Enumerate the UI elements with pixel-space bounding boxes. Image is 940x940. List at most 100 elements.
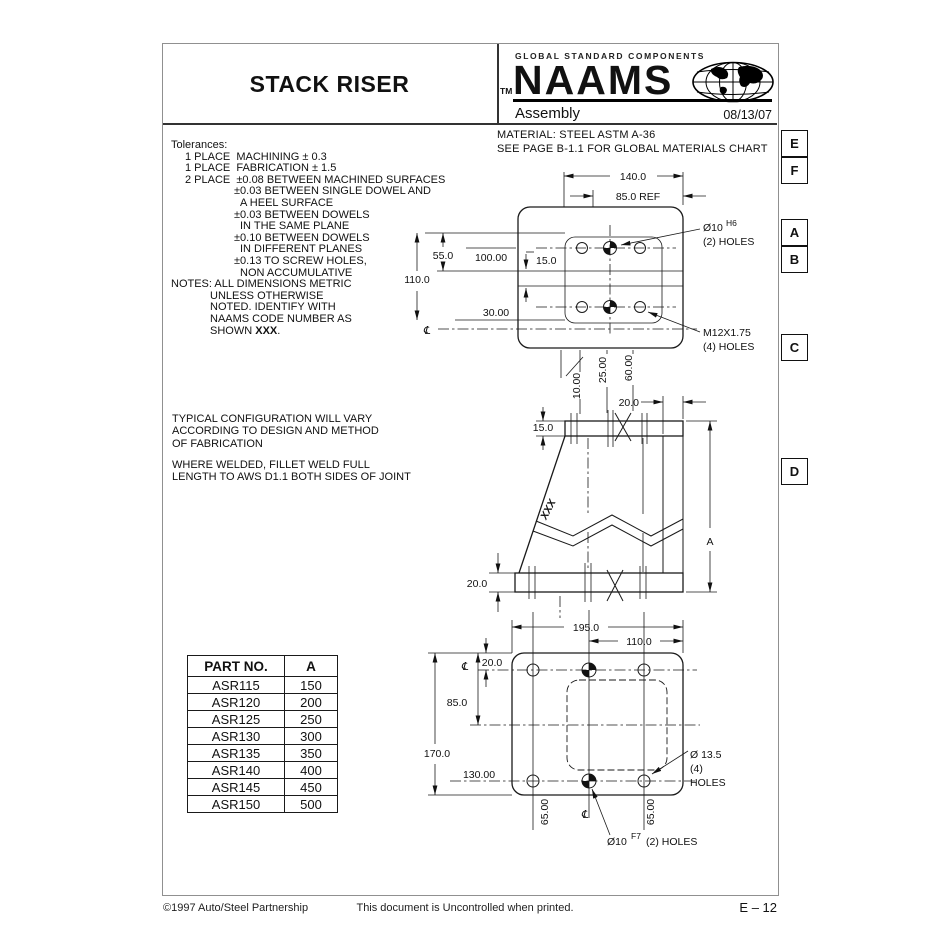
material-line1: MATERIAL: STEEL ASTM A-36 xyxy=(497,129,656,141)
notes-line: NOTED. IDENTIFY WITH xyxy=(210,301,336,314)
dim-15-slot: 15.0 xyxy=(536,255,557,267)
brand-logo-text: NAAMS xyxy=(513,57,674,103)
centerline-symbol: ℄ xyxy=(461,661,469,673)
tap-callout: M12X1.75 xyxy=(703,327,751,339)
tolerance-line: A HEEL SURFACE xyxy=(240,196,334,209)
centerline-symbol: ℄ xyxy=(423,325,431,337)
clearance-hole xyxy=(526,774,540,788)
uncontrolled-notice: This document is Uncontrolled when print… xyxy=(356,902,574,914)
dowel-fit-class: H6 xyxy=(726,218,737,228)
tolerance-line: ±0.10 BETWEEN DOWELS xyxy=(234,231,370,244)
tolerance-notes: Tolerances: 1 PLACE MACHINING ± 0.3 1 PL… xyxy=(171,139,445,337)
dowel-leader-line xyxy=(591,788,611,836)
notes-line: NAAMS CODE NUMBER AS xyxy=(210,312,352,325)
tolerance-line: Tolerances: xyxy=(171,139,228,151)
document-date: 08/13/07 xyxy=(723,108,772,122)
tolerance-line: 1 PLACE FABRICATION ± 1.5 xyxy=(185,162,337,175)
zone-label-f: F xyxy=(781,157,808,184)
dim-110-base: 110.0 xyxy=(626,636,652,648)
dim-65-left: 65.00 xyxy=(539,799,551,825)
clearance-hole-leader xyxy=(651,750,689,775)
notes-shown-line: SHOWN XXX. xyxy=(210,324,281,337)
tolerance-line: ±0.03 BETWEEN DOWELS xyxy=(234,208,370,221)
side-view: XXX 20.0 15.0 20.0 A xyxy=(467,396,717,618)
technical-drawing: 140.0 85.0 REF 110.0 55.0 100.00 30.00 1… xyxy=(404,171,754,848)
material-note: MATERIAL: STEEL ASTM A-36 SEE PAGE B-1.1… xyxy=(497,129,768,156)
tolerance-line: IN DIFFERENT PLANES xyxy=(240,243,363,256)
dowel-callout: Ø10 xyxy=(703,222,723,234)
clearance-hole xyxy=(637,663,651,677)
dim-20-base: 20.0 xyxy=(482,657,503,669)
tap-leader-line xyxy=(647,311,701,333)
side-slant-edge xyxy=(518,435,566,574)
dim-85-ref: 85.0 REF xyxy=(616,191,660,203)
zone-label-a: A xyxy=(781,219,808,246)
dowel-callout: Ø10 xyxy=(607,836,627,848)
clearance-hole-word: HOLES xyxy=(690,777,726,789)
weld-note: WHERE WELDED, FILLET WELD FULL LENGTH TO… xyxy=(172,459,411,484)
bottom-view-holes xyxy=(526,662,651,789)
view-connector-lines xyxy=(560,350,634,414)
dim-30: 30.00 xyxy=(483,307,509,319)
bottom-view: 195.0 110.0 20.0 ℄ 85.0 170.0 130.00 65.… xyxy=(424,610,726,848)
side-bottom-plate xyxy=(514,572,684,593)
tolerance-line: 1 PLACE MACHINING ± 0.3 xyxy=(185,150,327,163)
dim-140: 140.0 xyxy=(620,171,646,183)
configuration-note: TYPICAL CONFIGURATION WILL VARY ACCORDIN… xyxy=(172,413,379,450)
dim-20-top: 20.0 xyxy=(619,397,640,409)
dim-130: 130.00 xyxy=(463,769,495,781)
dim-15-thickness: 15.0 xyxy=(533,422,554,434)
part-code-label: XXX xyxy=(538,497,559,523)
part-table-header-row: PART NO. A xyxy=(187,655,338,677)
dim-25-vertical: 25.00 xyxy=(597,357,609,383)
header-divider-horizontal xyxy=(163,123,777,125)
dim-55: 55.0 xyxy=(433,250,454,262)
clearance-hole-callout: Ø 13.5 xyxy=(690,749,722,761)
document-subtitle: Assembly xyxy=(515,105,581,122)
side-top-plate xyxy=(564,420,684,437)
clearance-hole xyxy=(637,774,651,788)
tolerance-line: ±0.03 BETWEEN SINGLE DOWEL AND xyxy=(234,185,431,198)
notes-line: UNLESS OTHERWISE xyxy=(210,289,324,302)
dim-20-bottom: 20.0 xyxy=(467,578,488,590)
material-line2: SEE PAGE B-1.1 FOR GLOBAL MATERIALS CHAR… xyxy=(497,142,768,155)
clearance-hole xyxy=(526,663,540,677)
top-view-holes xyxy=(576,241,646,314)
tap-hole xyxy=(576,301,588,313)
tolerance-line: ±0.13 TO SCREW HOLES, xyxy=(234,254,367,267)
weld-symbol xyxy=(606,412,632,602)
dim-85: 85.0 xyxy=(447,697,468,709)
side-view-ticks xyxy=(528,410,648,602)
globe-icon xyxy=(692,61,774,103)
tap-hole xyxy=(576,242,588,254)
zone-label-b: B xyxy=(781,246,808,273)
page-title: STACK RISER xyxy=(249,71,410,97)
clearance-hole-qty: (4) xyxy=(690,763,703,775)
zone-label-d: D xyxy=(781,458,808,485)
zone-label-c: C xyxy=(781,334,808,361)
top-plate-outline xyxy=(517,206,684,349)
centerline-symbol: ℄ xyxy=(581,809,589,821)
dim-110: 110.0 xyxy=(404,274,430,286)
dowel-fit-class: F7 xyxy=(631,831,641,841)
trademark-symbol: TM xyxy=(500,86,513,96)
bottom-view-centerlines xyxy=(450,610,700,830)
dim-65-right: 65.00 xyxy=(645,799,657,825)
brand-underline xyxy=(513,99,772,102)
dim-170: 170.0 xyxy=(424,748,450,760)
zone-label-e: E xyxy=(781,130,808,157)
top-view-centerlines xyxy=(438,225,697,336)
dim-60-vertical: 60.00 xyxy=(623,355,635,381)
top-view: 140.0 85.0 REF 110.0 55.0 100.00 30.00 1… xyxy=(404,171,754,414)
dowel-leader-line xyxy=(620,228,701,246)
tolerance-line: NON ACCUMULATIVE xyxy=(240,266,353,279)
break-line xyxy=(535,514,684,537)
